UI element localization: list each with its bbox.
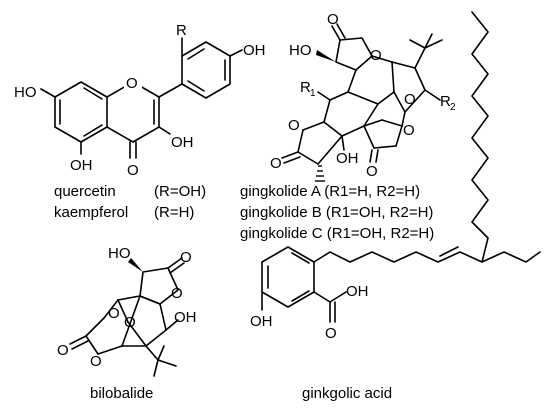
carboxyl-hydroxyl: OH bbox=[346, 283, 369, 300]
kaempferol-substituent: (R=H) bbox=[154, 204, 194, 221]
hydroxyl-label-3: OH bbox=[171, 134, 194, 151]
flavonol-structure: O O HO OH OH R OH bbox=[14, 22, 266, 179]
ginkgolic-acid-structure: OH OH O bbox=[250, 11, 541, 342]
ring-o-top: O bbox=[370, 47, 382, 64]
gingkolide-c-label: gingkolide C (R1=OH, R2=H) bbox=[240, 225, 434, 242]
bilobalide-hydroxyl-right: OH bbox=[174, 309, 197, 326]
hydroxyl-label-4prime: OH bbox=[243, 42, 266, 59]
ring-o-right-lactone: O bbox=[403, 122, 415, 139]
r-substituent-label: R bbox=[176, 22, 187, 39]
bilobalide-structure: HO O O O O OH O O bbox=[57, 245, 197, 377]
ginkgolide-structure: O O HO R 1 R 2 O O O OH O O bbox=[270, 11, 456, 182]
bilobalide-ring-o-top: O bbox=[171, 285, 183, 302]
quercetin-label: quercetin bbox=[54, 183, 116, 200]
kaempferol-label: kaempferol bbox=[54, 204, 128, 221]
gingkolide-b-label: gingkolide B (R1=OH, R2=H) bbox=[240, 204, 433, 221]
carbonyl-oxygen-label: O bbox=[127, 162, 139, 179]
bilobalide-ring-o-bottom: O bbox=[90, 353, 102, 370]
bilobalide-label: bilobalide bbox=[90, 385, 153, 402]
bilobalide-carbonyl-left: O bbox=[57, 342, 69, 359]
ginkgolic-acid-label: ginkgolic acid bbox=[302, 385, 392, 402]
ring-o-cage: O bbox=[404, 91, 416, 108]
ginkgolide-hydroxyl-junction: OH bbox=[336, 150, 359, 167]
ginkgolic-hydroxyl: OH bbox=[250, 313, 273, 330]
bilobalide-carbonyl-top: O bbox=[180, 249, 192, 266]
carboxyl-oxygen: O bbox=[325, 325, 337, 342]
ring-oxygen-label: O bbox=[126, 75, 138, 92]
carbonyl-o-top: O bbox=[327, 11, 339, 28]
r2-subscript: 2 bbox=[450, 102, 456, 113]
r1-subscript: 1 bbox=[310, 88, 316, 99]
carbonyl-o-right: O bbox=[366, 163, 378, 180]
r1-label: R bbox=[300, 79, 311, 96]
quercetin-substituent: (R=OH) bbox=[154, 183, 206, 200]
carbonyl-o-left: O bbox=[270, 155, 282, 172]
hydroxyl-label-7: HO bbox=[14, 84, 37, 101]
r2-label: R bbox=[440, 93, 451, 110]
gingkolide-a-label: gingkolide A (R1=H, R2=H) bbox=[240, 183, 420, 200]
bilobalide-ring-o-mid: O bbox=[108, 305, 120, 322]
bilobalide-ring-o-cage: O bbox=[124, 314, 136, 331]
ginkgolide-hydroxyl-top: HO bbox=[289, 42, 312, 59]
bilobalide-hydroxyl-top: HO bbox=[108, 245, 131, 262]
hydroxyl-label-5: OH bbox=[70, 157, 93, 174]
ring-o-left-lactone: O bbox=[288, 117, 300, 134]
